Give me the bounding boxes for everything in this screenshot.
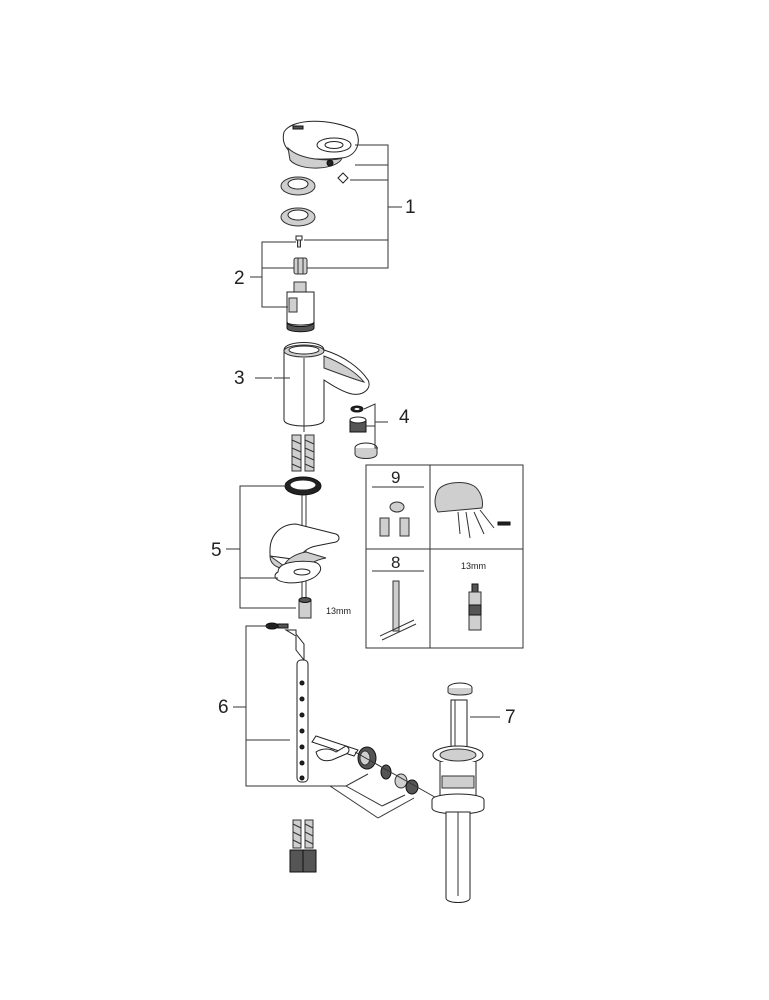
pivot-washers — [354, 746, 441, 801]
braided-hoses — [291, 434, 315, 472]
callout-6: 6 — [218, 697, 229, 718]
faucet-body — [283, 342, 370, 432]
clevis-strap — [284, 629, 309, 783]
inset-label-9: 9 — [391, 468, 401, 487]
base-seal — [284, 476, 322, 496]
callout-2: 2 — [234, 268, 245, 289]
small-screw — [295, 235, 303, 248]
inset-label-8: 8 — [391, 553, 401, 572]
allen-key-icon — [379, 580, 417, 641]
cartridge-adapter — [293, 257, 308, 275]
pop-up-plug — [447, 682, 473, 751]
callout-7: 7 — [505, 707, 516, 728]
aerator-assembly — [349, 405, 378, 459]
mounting-nut — [298, 597, 312, 619]
pivot-rod — [311, 735, 359, 762]
handle-lever — [282, 120, 359, 169]
waste-body — [431, 745, 485, 903]
cartridge — [286, 281, 315, 333]
grub-screw — [326, 159, 349, 184]
callout-4: 4 — [399, 407, 410, 428]
hose-connectors — [289, 819, 317, 873]
callout-1: 1 — [405, 197, 416, 218]
clevis-screw — [265, 622, 289, 630]
inset-wrench-size-label: 13mm — [461, 561, 487, 571]
cover-ring-top — [280, 176, 316, 196]
spare-parts-inset — [365, 464, 524, 649]
spray-icon — [434, 482, 511, 539]
wrench-size-label: 13mm — [326, 606, 352, 616]
callout-5: 5 — [211, 540, 222, 561]
mounting-bracket — [269, 523, 340, 584]
cover-ring-bottom — [280, 207, 316, 227]
aerator-inserts-icon — [379, 501, 410, 537]
socket-wrench-icon — [468, 583, 482, 631]
callout-3: 3 — [234, 368, 245, 389]
